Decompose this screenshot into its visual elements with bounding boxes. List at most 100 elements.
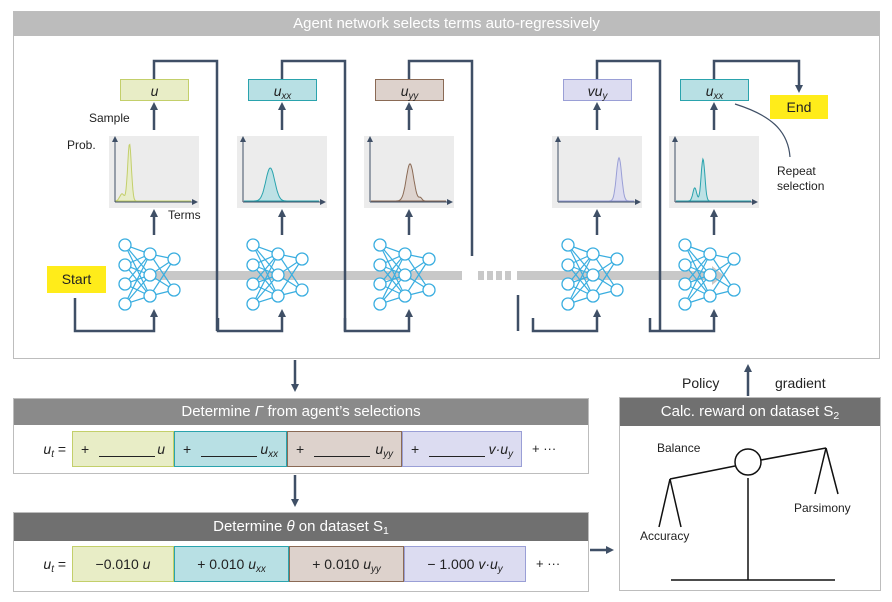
plus: +	[183, 441, 192, 457]
network-node	[246, 258, 260, 272]
network-node	[561, 238, 575, 252]
gamma-cell-uyy: + uyy	[287, 431, 402, 467]
backbone-dash	[487, 271, 493, 280]
var-base: u	[260, 441, 269, 457]
theta-panel-title: Determine θ on dataset S1	[14, 513, 588, 541]
theta-cell-uyy: + 0.010 uyy	[289, 546, 404, 582]
theta-symbol: θ	[286, 518, 295, 535]
end-label: End	[786, 99, 812, 115]
term-base: u	[273, 83, 282, 99]
var-sub: y	[508, 448, 513, 460]
network-node	[373, 238, 387, 252]
start-box: Start	[47, 266, 106, 293]
selected-term-box: u	[120, 79, 189, 101]
backbone-segment	[517, 271, 717, 280]
network-node	[727, 252, 741, 266]
network-node	[118, 258, 132, 272]
probability-distribution	[244, 167, 319, 202]
end-arrow	[712, 59, 803, 93]
backbone-dash	[496, 271, 502, 280]
term-base: vu	[587, 83, 603, 99]
plus: +	[296, 441, 305, 457]
network-node	[561, 258, 575, 272]
network-node	[246, 297, 260, 311]
network-node	[373, 258, 387, 272]
network-edge	[277, 253, 303, 291]
backbone-segment	[150, 271, 462, 280]
coefficient: −0.010	[95, 556, 139, 572]
feedback-connector	[152, 59, 219, 331]
network-input-arrow	[73, 298, 158, 333]
network-node	[703, 268, 717, 282]
network-edge	[277, 258, 303, 297]
plus: +	[411, 441, 420, 457]
probability-chart	[237, 136, 327, 208]
end-box: End	[770, 95, 828, 119]
network-node	[373, 297, 387, 311]
term-base: u	[400, 83, 409, 99]
network-input-arrow	[343, 309, 413, 333]
scale-pivot	[734, 448, 762, 476]
term-base: u	[150, 83, 159, 99]
theta-title-post: on dataset S	[294, 518, 384, 535]
selection-step	[73, 59, 219, 333]
network-input-arrow	[216, 309, 286, 333]
blank-coefficient	[201, 456, 257, 457]
network-node	[167, 252, 181, 266]
theta-lhs: ut =	[14, 546, 72, 582]
sample-label: Sample	[89, 111, 130, 125]
prob-label: Prob.	[67, 138, 96, 152]
blank-coefficient	[99, 456, 155, 457]
balance-label: Balance	[657, 441, 701, 455]
network-node	[727, 283, 741, 297]
network-node	[678, 297, 692, 311]
network-node	[167, 283, 181, 297]
theta-cell-u: −0.010 u	[72, 546, 174, 582]
neural-network-icon	[373, 238, 436, 311]
selection-step	[531, 59, 662, 333]
equals: =	[57, 441, 66, 457]
var-base: u	[157, 441, 165, 457]
network-node	[271, 247, 285, 261]
pan-left-a	[658, 478, 671, 528]
theta-term: + 0.010 uxx	[175, 547, 288, 587]
selected-term-box: uxx	[680, 79, 749, 102]
neural-network-icon	[561, 238, 624, 311]
scale-beam-right	[760, 447, 827, 461]
network-node	[118, 277, 132, 291]
var-base: u	[142, 556, 151, 572]
network-edge	[149, 258, 175, 297]
network-node	[422, 283, 436, 297]
pan-right-b	[825, 447, 839, 495]
balance-scale-icon	[658, 447, 839, 581]
term-sub: yy	[408, 90, 419, 102]
gamma-lhs: ut =	[14, 431, 72, 467]
selection-step	[343, 59, 474, 333]
gamma-var: u	[157, 432, 165, 472]
var-sub: yy	[383, 448, 393, 460]
var-base: v·u	[488, 441, 509, 457]
var-base: u	[363, 556, 371, 572]
var-sub: xx	[268, 448, 278, 460]
feedback-connector	[595, 59, 662, 331]
theta-term: −0.010 u	[73, 547, 173, 587]
neural-network-icon	[678, 238, 741, 311]
gamma-panel: Determine Γ from agent’s selections ut =…	[13, 398, 589, 474]
network-node	[586, 289, 600, 303]
network-node	[561, 297, 575, 311]
theta-cell-uxx: + 0.010 uxx	[174, 546, 289, 582]
lhs-base: u	[43, 441, 52, 457]
var-base: u	[248, 556, 256, 572]
gamma-ellipsis: + ···	[532, 441, 557, 456]
network-edge	[404, 258, 430, 297]
pan-left-b	[669, 478, 682, 528]
parsimony-label: Parsimony	[794, 501, 851, 515]
lhs-base: u	[43, 556, 52, 572]
network-node	[118, 238, 132, 252]
network-node	[610, 283, 624, 297]
network-node	[143, 289, 157, 303]
network-edge	[252, 253, 279, 305]
var-sub: y	[497, 563, 503, 575]
theta-ellipsis: + ···	[536, 556, 561, 571]
